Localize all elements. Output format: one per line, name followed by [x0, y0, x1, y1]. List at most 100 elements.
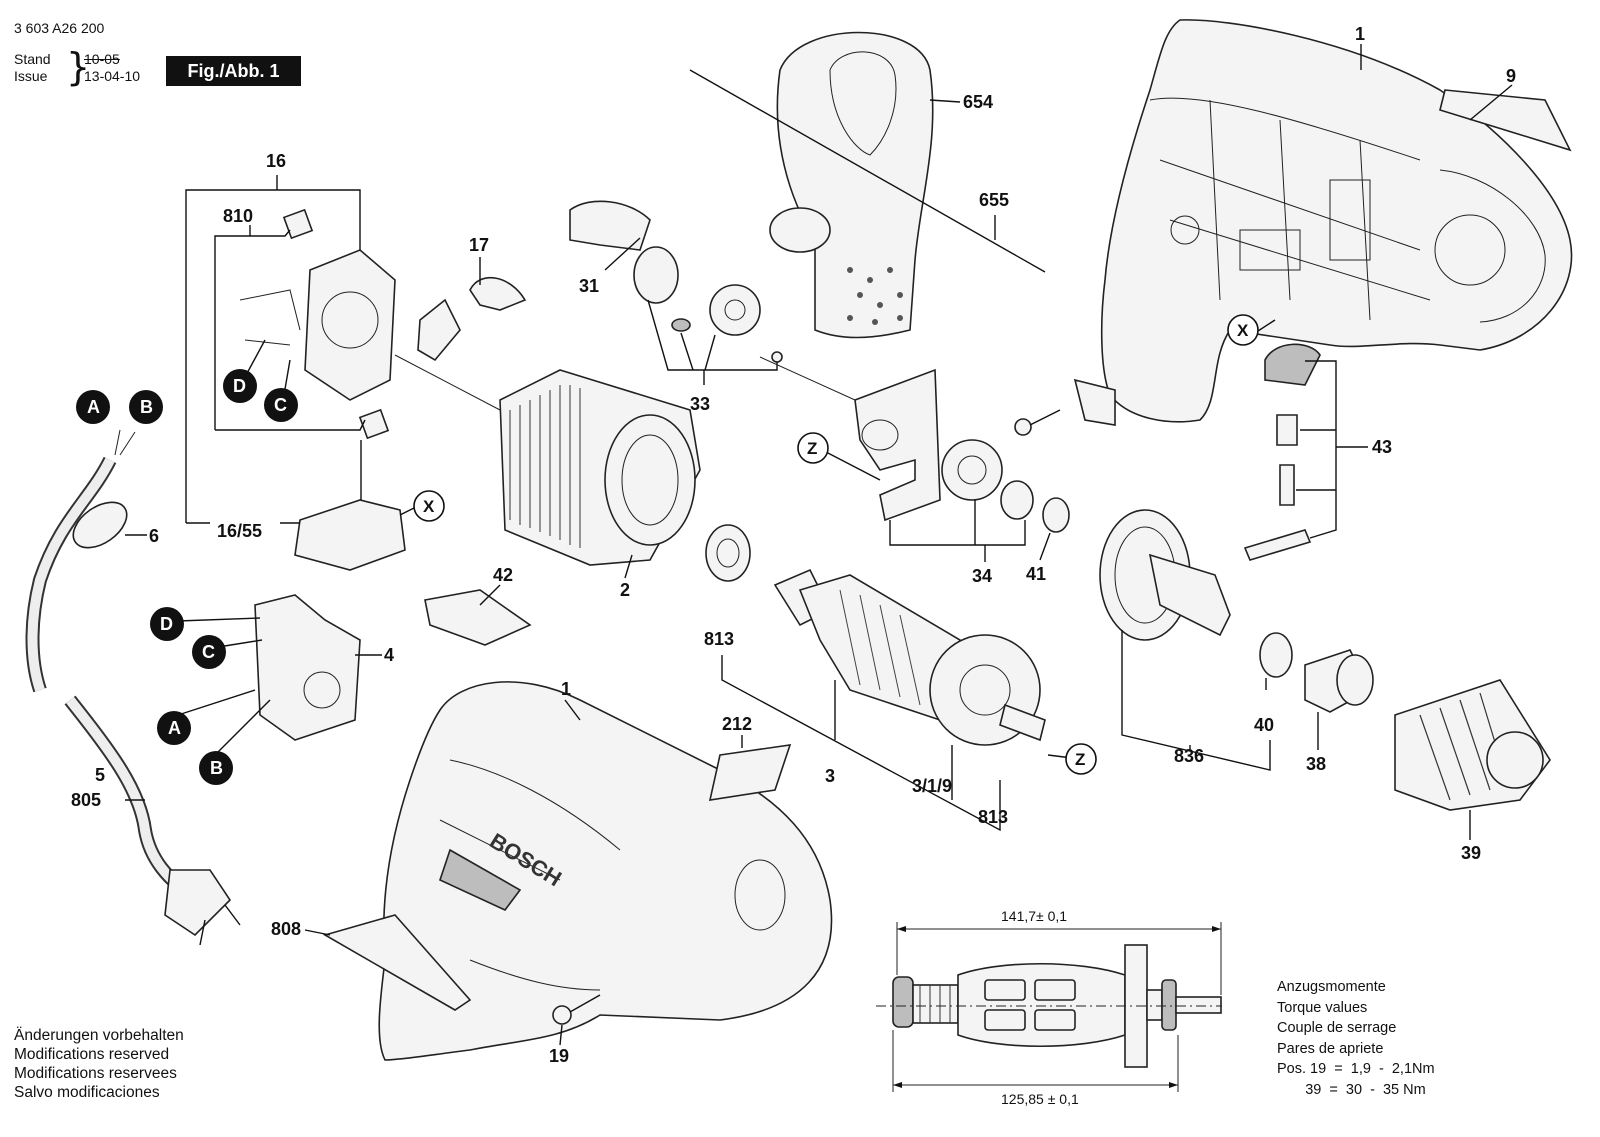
marker-b-switch: B [199, 751, 233, 785]
armature-dimension-drawing [876, 922, 1222, 1092]
circlip-40 [1259, 632, 1293, 678]
label-part-655: 655 [979, 190, 1009, 210]
label-part-4: 4 [384, 645, 394, 665]
label-part-805: 805 [71, 790, 101, 810]
label-part-808: 808 [271, 919, 301, 939]
svg-text:D: D [233, 376, 246, 396]
label-part-38: 38 [1306, 754, 1326, 774]
label-part-34: 34 [972, 566, 992, 586]
torque-title: Torque values [1277, 999, 1368, 1016]
marker-z-plate: Z [797, 432, 829, 464]
label-part-5: 5 [95, 765, 105, 785]
label-part-3-1-9: 3/1/9 [912, 776, 952, 796]
detent-parts-43 [1243, 343, 1321, 561]
label-part-19: 19 [549, 1046, 569, 1066]
svg-text:B: B [210, 758, 223, 778]
screw-19 [552, 994, 601, 1025]
doc-number: 3 603 A26 200 [14, 20, 105, 36]
label-part-810: 810 [223, 206, 253, 226]
screw-top [1014, 378, 1116, 436]
marker-c-brush: C [264, 388, 298, 422]
label-part-1-top: 1 [1355, 24, 1365, 44]
label-212 [708, 744, 792, 801]
label-part-6: 6 [149, 526, 159, 546]
fan-parts-33 [633, 246, 783, 363]
torque-row-39: 39 = 30 - 35 Nm [1277, 1081, 1426, 1098]
svg-text:Z: Z [807, 439, 817, 458]
label-part-212: 212 [722, 714, 752, 734]
slotted-plate [854, 368, 941, 522]
modification-notes: Änderungen vorbehalten Modifications res… [14, 1026, 184, 1102]
side-handle [689, 31, 1046, 339]
brush-cap-17 [417, 276, 527, 362]
fan-34 [941, 439, 1070, 533]
part-42 [424, 589, 532, 646]
brush-holder-plate [239, 208, 396, 440]
label-part-42: 42 [493, 565, 513, 585]
label-part-16: 16 [266, 151, 286, 171]
note-line: Änderungen vorbehalten [14, 1027, 184, 1044]
marker-a-cord: A [76, 390, 110, 424]
power-cord [25, 429, 241, 946]
label-part-40: 40 [1254, 715, 1274, 735]
svg-text:C: C [274, 395, 287, 415]
svg-text:B: B [140, 397, 153, 417]
svg-text:C: C [202, 642, 215, 662]
label-part-39: 39 [1461, 843, 1481, 863]
label-part-43: 43 [1372, 437, 1392, 457]
svg-text:A: A [87, 397, 100, 417]
label-part-3: 3 [825, 766, 835, 786]
gear-shaft-836 [1099, 509, 1231, 641]
svg-text:D: D [160, 614, 173, 634]
label-part-813-left: 813 [704, 629, 734, 649]
stand-label: Stand [14, 51, 51, 67]
label-part-813-right: 813 [978, 807, 1008, 827]
torque-row-19: Pos. 19 = 1,9 - 2,1Nm [1277, 1061, 1435, 1077]
stator [499, 369, 701, 566]
label-part-16-55: 16/55 [217, 521, 262, 541]
label-part-2: 2 [620, 580, 630, 600]
marker-c-switch: C [192, 635, 226, 669]
dim-top: 141,7± 0,1 [1001, 908, 1067, 924]
label-part-41: 41 [1026, 564, 1046, 584]
label-part-9: 9 [1506, 66, 1516, 86]
bearing-813-left [705, 524, 751, 582]
bracket-16-55 [294, 499, 406, 571]
marker-a-switch: A [157, 711, 191, 745]
note-line: Salvo modificaciones [14, 1084, 160, 1101]
torque-title: Anzugsmomente [1277, 979, 1386, 995]
torque-values: Anzugsmomente Torque values Couple de se… [1277, 977, 1435, 1100]
label-strip-9 [1439, 89, 1572, 152]
strip-808 [322, 914, 472, 1011]
marker-d-switch: D [150, 607, 184, 641]
marker-x-bracket: X [413, 490, 445, 522]
issue-date: 13-04-10 [84, 68, 141, 84]
issue-label: Issue [14, 68, 48, 84]
marker-x-housing: X [1227, 314, 1259, 346]
marker-z-armature: Z [1065, 743, 1097, 775]
torque-title: Couple de serrage [1277, 1020, 1397, 1036]
label-part-836: 836 [1174, 746, 1204, 766]
sleeve-38 [1304, 649, 1374, 713]
switch [254, 594, 361, 741]
svg-text:Z: Z [1075, 750, 1085, 769]
part-31 [569, 200, 651, 251]
keyless-chuck-39 [1394, 679, 1551, 811]
figure-badge: Fig./Abb. 1 [166, 56, 301, 86]
marker-d-brush: D [223, 369, 257, 403]
label-part-33: 33 [690, 394, 710, 414]
brace-symbol: } [66, 45, 91, 89]
label-part-31: 31 [579, 276, 599, 296]
torque-title: Pares de apriete [1277, 1040, 1384, 1057]
note-line: Modifications reservees [14, 1065, 177, 1082]
label-part-654: 654 [963, 92, 993, 112]
svg-text:X: X [423, 497, 435, 516]
note-line: Modifications reserved [14, 1046, 170, 1063]
dim-bottom: 125,85 ± 0,1 [1001, 1091, 1079, 1107]
armature [773, 568, 1046, 746]
svg-text:X: X [1237, 321, 1249, 340]
label-part-1-bottom: 1 [561, 679, 571, 699]
label-part-17: 17 [469, 235, 489, 255]
svg-text:A: A [168, 718, 181, 738]
